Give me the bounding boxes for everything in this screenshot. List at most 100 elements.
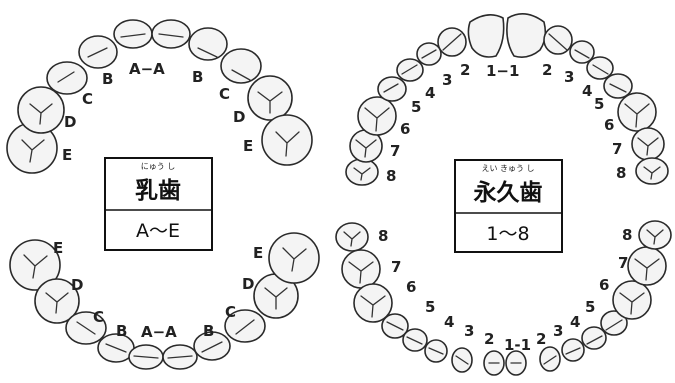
permanent-lower-label: 8	[622, 226, 632, 244]
permanent-upper-tooth-4-right	[396, 58, 424, 82]
primary-lower-tooth-c-left	[224, 309, 266, 343]
permanent-lower-label: 6	[406, 278, 416, 296]
permanent-upper-tooth-7-left	[631, 127, 665, 161]
permanent-lower-tooth-4-right	[402, 328, 428, 352]
permanent-lower-tooth-8-left	[638, 220, 672, 250]
primary-upper-label: B	[192, 68, 203, 86]
primary-upper-labels: E D C B A−A B C D E	[62, 60, 253, 164]
permanent-upper-tooth-4-left	[586, 56, 614, 80]
permanent-lower-label: 7	[618, 254, 628, 272]
permanent-upper-tooth-6-right	[357, 96, 397, 136]
primary-upper-label: B	[102, 70, 113, 88]
primary-upper-tooth-d-left	[247, 75, 293, 121]
permanent-lower-tooth-4-left	[581, 326, 607, 350]
primary-lower-label: D	[71, 276, 83, 294]
permanent-upper-label: 4	[582, 82, 592, 100]
permanent-lower-tooth-3-left	[561, 338, 585, 362]
permanent-upper-label: 5	[594, 95, 604, 113]
permanent-lower-label: 4	[570, 313, 580, 331]
primary-upper-tooth-d-right	[17, 86, 65, 134]
permanent-lower-arch	[335, 220, 672, 376]
permanent-upper-tooth-8-left	[635, 157, 669, 185]
primary-lower-label: B	[116, 322, 127, 340]
permanent-lower-labels: 8 7 6 5 4 3 2 1-1 2 3 4 5 6 7 8	[378, 226, 632, 354]
permanent-upper-label: 4	[425, 84, 435, 102]
primary-upper-label: C	[82, 90, 93, 108]
permanent-upper-label: 2	[460, 61, 470, 79]
permanent-upper-tooth-2-left	[543, 25, 573, 55]
primary-upper-arch	[6, 19, 313, 174]
permanent-lower-tooth-6-left	[612, 280, 652, 320]
permanent-upper-tooth-1-left	[506, 13, 547, 58]
primary-upper-label: C	[219, 85, 230, 103]
permanent-lower-label: 3	[553, 322, 563, 340]
primary-upper-tooth-c-right	[46, 61, 88, 95]
permanent-upper-tooth-1-right	[467, 14, 505, 58]
permanent-upper-label: 3	[442, 71, 452, 89]
permanent-upper-label: 5	[411, 98, 421, 116]
primary-upper-label: E	[62, 146, 72, 164]
permanent-lower-label: 5	[425, 298, 435, 316]
primary-lower-labels: E D C B A−A B C D E	[53, 239, 263, 341]
permanent-upper-label: 3	[564, 68, 574, 86]
permanent-upper-tooth-8-right	[345, 158, 379, 186]
primary-lower-label: A−A	[141, 323, 177, 341]
primary-range: A〜E	[136, 220, 180, 242]
permanent-upper-label: 8	[616, 164, 626, 182]
primary-lower-label: C	[93, 308, 104, 326]
permanent-upper-label: 8	[386, 167, 396, 185]
permanent-lower-label: 8	[378, 227, 388, 245]
primary-upper-tooth-a-left	[151, 19, 191, 49]
permanent-upper-labels: 8 7 6 5 4 3 2 1−1 2 3 4 5 6 7 8	[386, 61, 626, 185]
permanent-lower-label: 5	[585, 298, 595, 316]
permanent-range: 1〜8	[486, 223, 529, 245]
permanent-lower-label: 2	[484, 330, 494, 348]
permanent-upper-label: 1−1	[486, 62, 519, 80]
permanent-lower-label: 6	[599, 276, 609, 294]
primary-upper-label: D	[233, 108, 245, 126]
primary-upper-label: D	[64, 113, 76, 131]
permanent-title: 永久歯	[474, 179, 543, 206]
primary-upper-tooth-c-left	[220, 48, 262, 84]
primary-title: 乳歯	[135, 177, 181, 204]
permanent-ruby: えい きゅう し	[481, 164, 534, 173]
permanent-upper-label: 6	[400, 120, 410, 138]
primary-teeth-box: にゅう し 乳歯 A〜E	[104, 157, 213, 251]
primary-lower-label: C	[225, 303, 236, 321]
permanent-upper-arch	[345, 13, 669, 186]
permanent-teeth-box: えい きゅう し 永久歯 1〜8	[454, 159, 563, 253]
primary-lower-tooth-d-right	[34, 278, 80, 324]
primary-upper-tooth-a-right	[113, 19, 153, 49]
primary-lower-tooth-b-left	[193, 331, 231, 361]
permanent-lower-label: 7	[391, 258, 401, 276]
primary-lower-tooth-e-right	[9, 239, 61, 291]
permanent-lower-tooth-6-right	[353, 283, 393, 323]
primary-upper-label: A−A	[129, 60, 165, 78]
permanent-upper-tooth-6-left	[617, 92, 657, 132]
permanent-lower-label: 3	[464, 322, 474, 340]
primary-upper-tooth-b-left	[188, 27, 228, 61]
primary-lower-label: E	[253, 244, 263, 262]
permanent-upper-label: 7	[390, 142, 400, 160]
primary-lower-arch	[9, 232, 320, 370]
permanent-lower-label: 1-1	[504, 336, 531, 354]
permanent-lower-tooth-8-right	[335, 222, 369, 252]
permanent-upper-label: 7	[612, 140, 622, 158]
primary-lower-label: B	[203, 322, 214, 340]
permanent-lower-label: 2	[536, 330, 546, 348]
primary-upper-tooth-e-left	[261, 114, 313, 166]
permanent-upper-label: 6	[604, 116, 614, 134]
permanent-upper-tooth-5-right	[377, 76, 407, 102]
permanent-upper-label: 2	[542, 61, 552, 79]
permanent-lower-tooth-2-left	[539, 346, 561, 372]
permanent-lower-label: 4	[444, 313, 454, 331]
permanent-lower-tooth-7-left	[627, 246, 667, 286]
primary-lower-label: E	[53, 239, 63, 257]
primary-lower-label: D	[242, 275, 254, 293]
permanent-upper-tooth-5-left	[603, 73, 633, 99]
permanent-lower-tooth-7-right	[341, 249, 381, 289]
primary-lower-tooth-e-left	[268, 232, 320, 284]
primary-upper-label: E	[243, 137, 253, 155]
primary-ruby: にゅう し	[141, 162, 176, 171]
